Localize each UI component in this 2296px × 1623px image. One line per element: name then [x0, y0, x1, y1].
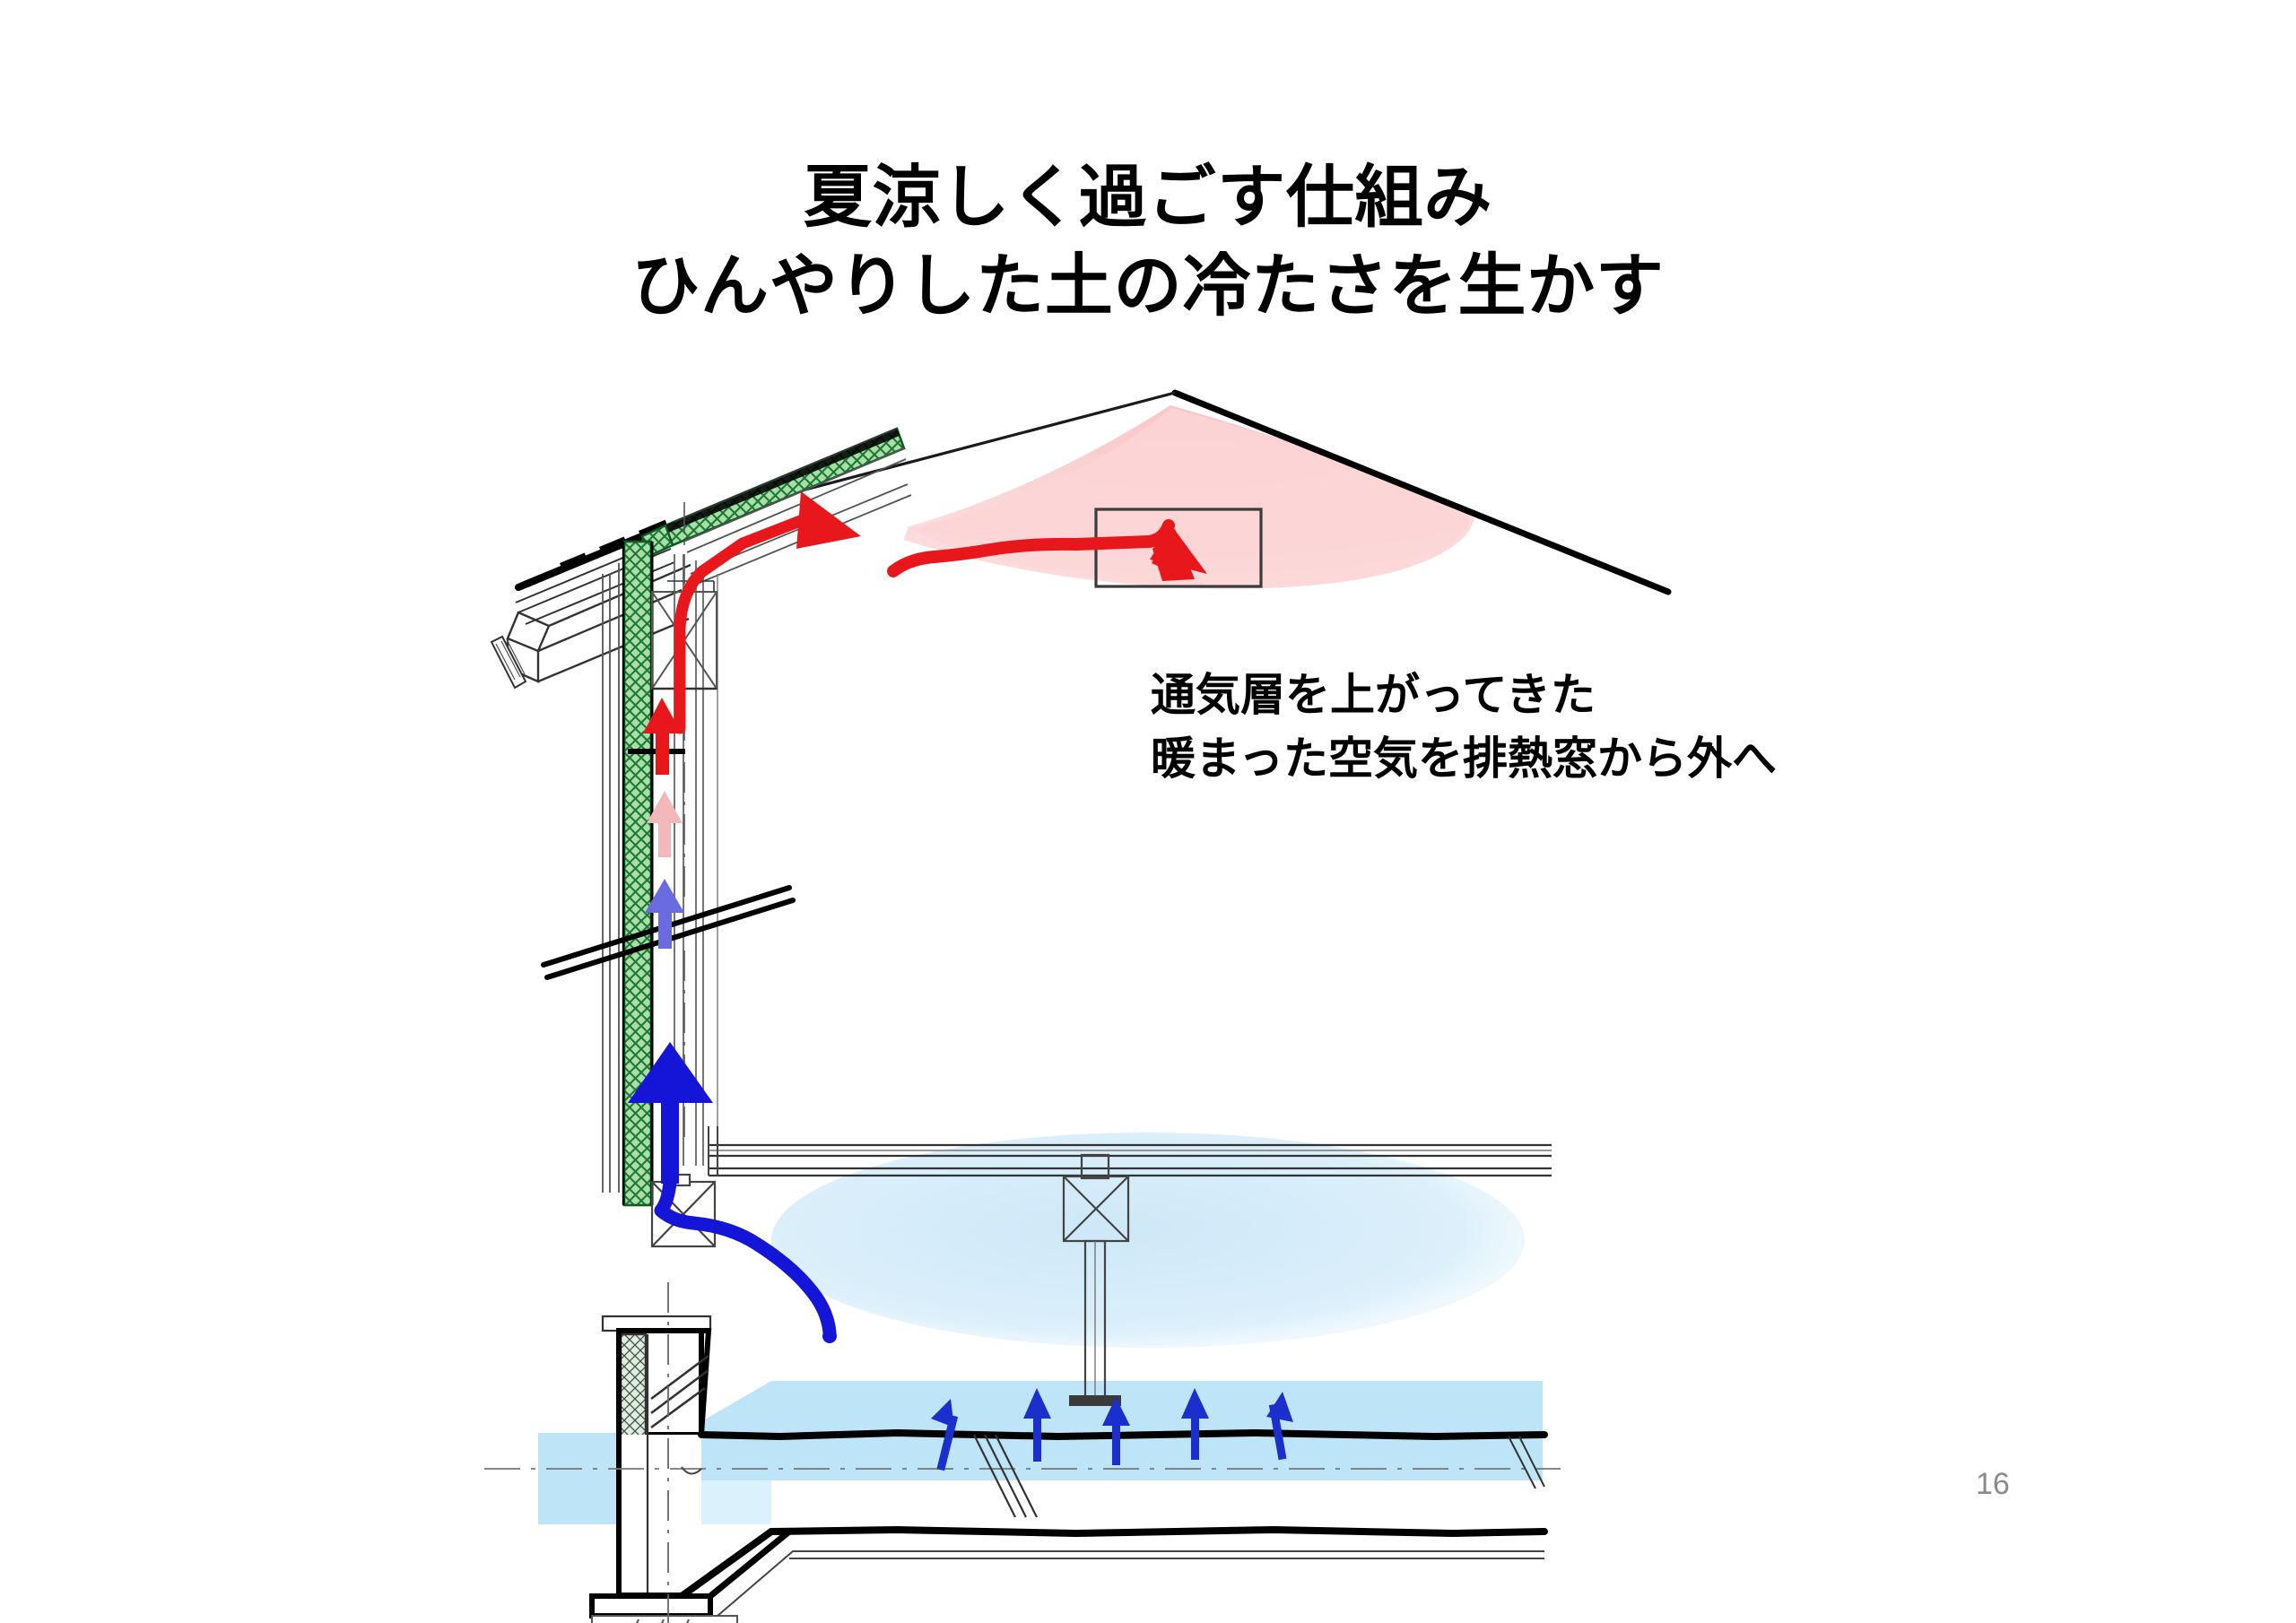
annotation-line-2: 暖まった空気を排熱窓から外へ	[1151, 733, 1777, 784]
eave-end-hatch	[490, 635, 527, 690]
cool-air-intake-path	[628, 1042, 837, 1343]
ground-arrow-2	[1023, 1388, 1051, 1462]
ground-arrow-5	[1266, 1392, 1293, 1461]
cool-air-pool	[771, 1133, 1525, 1348]
ground-arrow-3	[1102, 1397, 1130, 1465]
annotation-line-1: 通気層を上がってきた	[1151, 670, 1596, 720]
page-number: 16	[1976, 1467, 2010, 1501]
ground-arrow-4	[1181, 1388, 1209, 1460]
title-line-2: ひんやりした土の冷たさを生かす	[631, 247, 1665, 325]
page-title: 夏涼しく過ごす仕組み ひんやりした土の冷たさを生かす	[0, 154, 2296, 332]
annotation-text: 通気層を上がってきた 暖まった空気を排熱窓から外へ	[1151, 664, 1777, 791]
roof-slope-right	[1171, 389, 1672, 595]
foundation	[484, 1282, 1561, 1623]
footing	[589, 1593, 738, 1623]
warm-rising-arrow	[647, 791, 683, 857]
hot-air-exhaust-path	[643, 491, 1207, 775]
grade-line-upper	[698, 1428, 1548, 1441]
title-line-1: 夏涼しく過ごす仕組み	[803, 160, 1493, 236]
rising-arrow-violet	[645, 879, 684, 949]
red-arrowhead-slope	[796, 491, 861, 549]
ground-arrow-1	[931, 1399, 959, 1471]
floor-assembly	[650, 1126, 1552, 1406]
post-assembly	[1062, 1153, 1130, 1406]
red-uparrow-wallhead	[643, 698, 682, 775]
wall-insulation	[622, 540, 653, 1207]
roof-structure	[490, 389, 1672, 690]
earth-cooling-arrows	[931, 1388, 1293, 1471]
blue-arrowhead-cavity	[628, 1042, 713, 1103]
grade-line-lower	[615, 1525, 1548, 1600]
